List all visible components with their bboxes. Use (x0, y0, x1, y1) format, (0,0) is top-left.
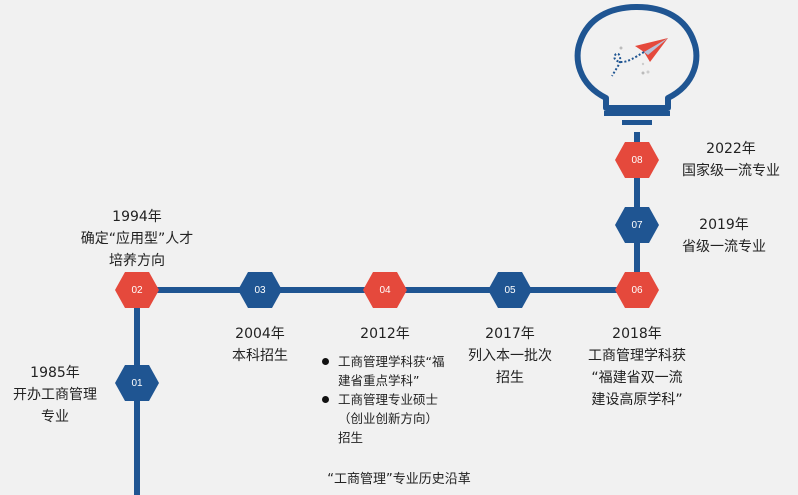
event-text: 确定“应用型”人才 (80, 231, 194, 247)
node-number: 08 (631, 154, 643, 166)
event-2012: 2012年 (335, 323, 435, 345)
event-year: 2019年 (699, 217, 749, 233)
event-text: 本科招生 (232, 348, 288, 364)
timeline-node-02: 02 (115, 272, 159, 308)
lightbulb-icon (574, 4, 700, 125)
event-2012-list: 工商管理学科获“福建省重点学科” 工商管理专业硕士（创业创新方向）招生 (320, 352, 450, 447)
event-text: 招生 (496, 370, 524, 386)
event-year: 2017年 (485, 326, 535, 342)
event-text: “福建省双一流 (591, 370, 683, 386)
event-text: 列入本一批次 (468, 348, 552, 364)
event-year: 1985年 (30, 365, 80, 381)
timeline-node-07: 07 (615, 207, 659, 243)
timeline-node-04: 04 (363, 272, 407, 308)
event-2019: 2019年 省级一流专业 (668, 214, 780, 258)
node-number: 06 (631, 284, 643, 296)
node-number: 01 (131, 377, 143, 389)
timeline-node-05: 05 (488, 272, 532, 308)
event-year: 2022年 (706, 141, 756, 157)
list-item: 工商管理专业硕士（创业创新方向）招生 (320, 390, 450, 447)
event-text: 国家级一流专业 (682, 163, 780, 179)
list-item: 工商管理学科获“福建省重点学科” (320, 352, 450, 390)
timeline-node-08: 08 (615, 142, 659, 178)
event-text: 培养方向 (109, 253, 165, 269)
event-1994: 1994年 确定“应用型”人才 培养方向 (62, 206, 212, 272)
event-text: 开办工商管理 (13, 387, 97, 403)
event-year: 2012年 (360, 326, 410, 342)
event-1985: 1985年 开办工商管理 专业 (0, 362, 110, 428)
event-2018: 2018年 工商管理学科获 “福建省双一流 建设高原学科” (572, 323, 702, 411)
event-year: 1994年 (112, 209, 162, 225)
event-text: 建设高原学科” (591, 392, 683, 408)
timeline-node-01: 01 (115, 365, 159, 401)
node-number: 07 (631, 219, 643, 231)
node-number: 04 (379, 284, 391, 296)
event-text: 工商管理学科获 (588, 348, 686, 364)
event-2022: 2022年 国家级一流专业 (668, 138, 794, 182)
event-year: 2018年 (612, 326, 662, 342)
node-number: 03 (254, 284, 266, 296)
event-text: 省级一流专业 (682, 239, 766, 255)
diagram-caption: “工商管理”专业历史沿革 (327, 472, 471, 487)
paper-plane-icon (611, 38, 668, 77)
event-text: 专业 (41, 409, 69, 425)
node-number: 02 (131, 284, 143, 296)
event-2017: 2017年 列入本一批次 招生 (455, 323, 565, 389)
event-year: 2004年 (235, 326, 285, 342)
event-2004: 2004年 本科招生 (210, 323, 310, 367)
timeline-node-06: 06 (615, 272, 659, 308)
timeline-node-03: 03 (238, 272, 282, 308)
node-number: 05 (504, 284, 516, 296)
